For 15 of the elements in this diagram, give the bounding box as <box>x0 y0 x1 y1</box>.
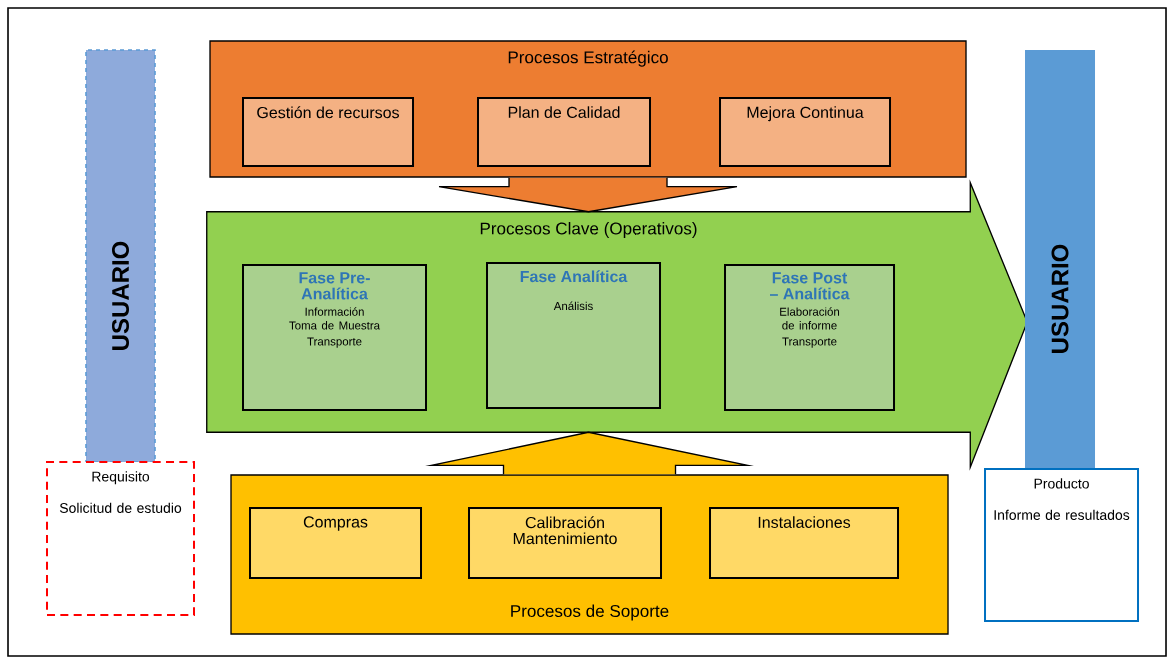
phase-box: Fase Analítica Análisis <box>486 262 661 409</box>
requirement-box: Requisito Solicitud de estudio <box>46 461 195 616</box>
process-box: Plan de Calidad <box>477 97 651 167</box>
user-bar: USUARIO <box>1025 50 1095 468</box>
process-box: Mejora Continua <box>719 97 891 167</box>
block-arrow <box>438 177 738 213</box>
process-box: Instalaciones <box>709 507 899 579</box>
process-box: Compras <box>249 507 422 579</box>
phase-box: Fase Pre- Analítica Información Toma de Muestra Transporte <box>242 264 427 411</box>
block-arrow <box>425 431 754 475</box>
product-box: Producto Informe de resultados <box>984 468 1139 622</box>
process-box: Calibración Mantenimiento <box>468 507 662 579</box>
process-box: Gestión de recursos <box>242 97 414 167</box>
user-bar: USUARIO <box>85 49 156 463</box>
phase-box: Fase Post – Analítica Elaboración de informe Transporte <box>724 264 895 411</box>
